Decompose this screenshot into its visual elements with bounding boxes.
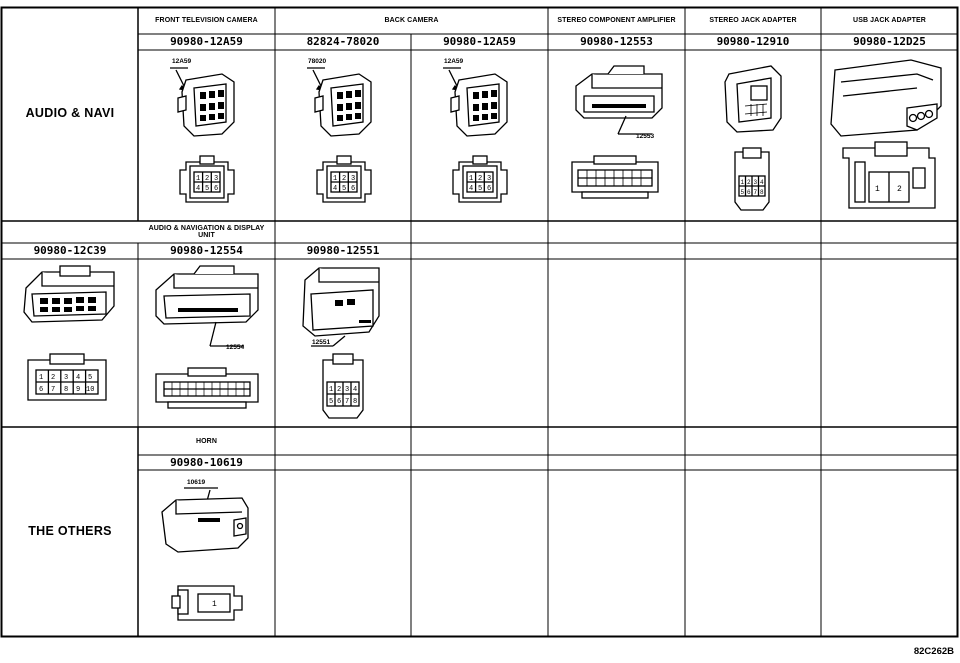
stereo-component-amplifier-connector-icon (571, 65, 663, 199)
pin-10: 10 (86, 386, 94, 394)
pin-7: 7 (754, 189, 758, 196)
code-label-horn: 10619 (187, 479, 206, 486)
pin-2: 2 (205, 175, 209, 183)
part-number-front-tv-camera: 90980-12A59 (170, 35, 243, 49)
pin-5: 5 (478, 185, 482, 193)
code-label-back-camera-1: 78020 (308, 58, 327, 65)
pin-4: 4 (760, 179, 764, 186)
pin-1: 1 (196, 175, 200, 183)
part-number-display-unit-1: 90980-12C39 (33, 244, 107, 258)
part-number-usb-jack-adapter: 90980-12D25 (853, 35, 926, 49)
pin-4: 4 (333, 185, 337, 193)
part-number-stereo-component-amplifier: 90980-12553 (580, 35, 653, 49)
pin-7: 7 (51, 386, 55, 394)
pin-4: 4 (353, 386, 357, 394)
pin-1: 1 (329, 386, 333, 394)
code-label-back-camera-2: 12A59 (444, 58, 464, 65)
pin-6: 6 (39, 386, 43, 394)
pin-1: 1 (741, 179, 745, 186)
pin-3: 3 (351, 175, 355, 183)
pin-1: 1 (39, 374, 43, 382)
pin-5: 5 (329, 398, 333, 406)
pin-2: 2 (337, 386, 341, 394)
pin-8: 8 (64, 386, 68, 394)
category-the-others: THE OTHERS (28, 524, 112, 539)
code-label-display-unit-3: 12551 (312, 339, 331, 346)
code-label-stereo-amp: 12553 (636, 133, 655, 140)
header-stereo-component-amplifier: STEREO COMPONENT AMPLIFIER (557, 17, 676, 25)
pin-9: 9 (76, 386, 80, 394)
part-number-stereo-jack-adapter: 90980-12910 (716, 35, 790, 49)
pin-2: 2 (478, 175, 482, 183)
header-usb-jack-adapter: USB JACK ADAPTER (853, 17, 926, 25)
pin-1: 1 (333, 175, 337, 183)
pin-5: 5 (741, 189, 745, 196)
part-number-back-camera-1: 82824-78020 (306, 35, 380, 49)
pin-6: 6 (747, 189, 751, 196)
pin-2: 2 (342, 175, 346, 183)
code-label-display-unit-2: 12554 (226, 344, 245, 351)
code-label-front-tv: 12A59 (172, 58, 192, 65)
pin-3: 3 (214, 175, 218, 183)
header-stereo-jack-adapter: STEREO JACK ADAPTER (709, 17, 797, 25)
display-unit-connector-2-icon (155, 265, 259, 409)
pin-3: 3 (64, 374, 68, 382)
part-number-back-camera-2: 90980-12A59 (443, 35, 516, 49)
horn-connector-icon: 1 (161, 487, 249, 621)
part-number-display-unit-3: 90980-12551 (306, 244, 380, 258)
pin-1: 1 (875, 185, 880, 194)
pin-2: 2 (897, 185, 902, 194)
pin-4: 4 (196, 185, 200, 193)
pin-6: 6 (214, 185, 218, 193)
pin-3: 3 (754, 179, 758, 186)
pin-2: 2 (51, 374, 55, 382)
pin-3: 3 (487, 175, 491, 183)
pin-8: 8 (353, 398, 357, 406)
pin-5: 5 (342, 185, 346, 193)
header-front-television-camera: FRONT TELEVISION CAMERA (155, 17, 258, 25)
figure-id: 82C262B (913, 646, 954, 657)
pin-6: 6 (337, 398, 341, 406)
header-back-camera: BACK CAMERA (384, 17, 439, 25)
pin-1: 1 (212, 600, 217, 609)
category-audio-navi: AUDIO & NAVI (25, 106, 115, 121)
pin-6: 6 (487, 185, 491, 193)
pin-8: 8 (760, 189, 764, 196)
part-number-horn: 90980-10619 (170, 455, 243, 469)
pin-4: 4 (76, 374, 80, 382)
pin-7: 7 (345, 398, 349, 406)
pin-6: 6 (351, 185, 355, 193)
pin-2: 2 (747, 179, 751, 186)
pin-3: 3 (345, 386, 349, 394)
part-number-display-unit-2: 90980-12554 (170, 244, 243, 258)
pin-1: 1 (469, 175, 473, 183)
header-horn: HORN (195, 437, 217, 445)
header-audio-navigation-display-unit: AUDIO & NAVIGATION & DISPLAY UNIT (148, 224, 265, 239)
pin-5: 5 (205, 185, 209, 193)
pin-5: 5 (88, 374, 92, 382)
pin-4: 4 (469, 185, 473, 193)
